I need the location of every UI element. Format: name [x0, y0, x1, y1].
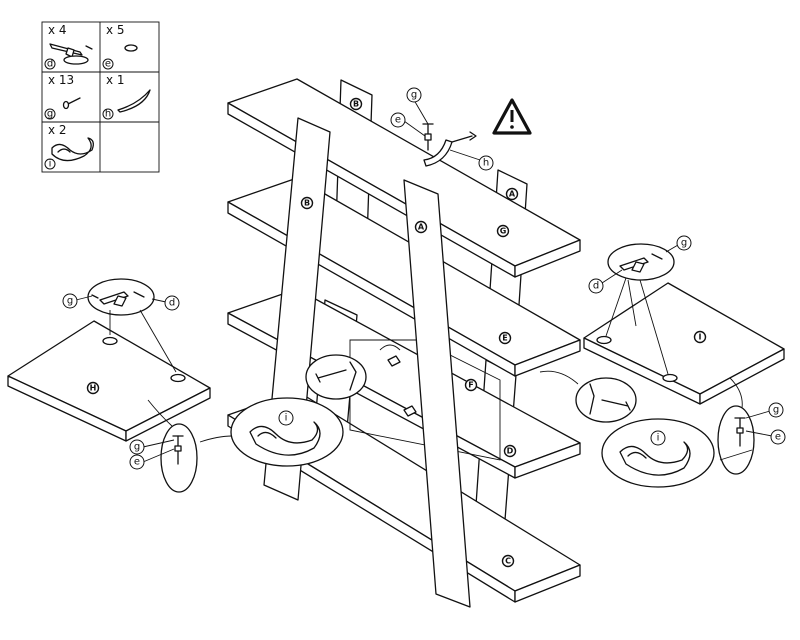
- callout-top-h: h: [449, 149, 494, 171]
- qty-h: x 1: [106, 73, 125, 87]
- inner-screw-detail-right: [539, 370, 637, 423]
- parts-table: x 4 x 5 x 13 x 1 x 2 d: [41, 21, 160, 173]
- svg-text:i: i: [657, 433, 660, 444]
- right-clip-detail: [601, 418, 715, 488]
- loose-shelf-i: [583, 282, 785, 405]
- svg-text:d: d: [47, 59, 53, 70]
- callout-left-i: i: [278, 410, 294, 426]
- svg-text:g: g: [773, 405, 779, 416]
- callout-left-low-g: g: [129, 439, 175, 455]
- svg-text:E: E: [502, 334, 507, 343]
- svg-text:G: G: [500, 227, 507, 236]
- svg-text:h: h: [483, 158, 489, 169]
- label-shelf-h: H: [86, 381, 100, 395]
- warning-triangle-icon: [492, 98, 532, 135]
- svg-text:e: e: [775, 432, 781, 443]
- callout-top-e: e: [390, 112, 426, 137]
- svg-text:D: D: [507, 447, 514, 456]
- right-bracket-detail: [605, 243, 675, 375]
- callout-right-low-g: g: [745, 402, 784, 419]
- label-shelf-d: D: [503, 444, 517, 458]
- svg-text:B: B: [353, 100, 359, 109]
- svg-text:e: e: [134, 457, 140, 468]
- screw-g-icon: [62, 97, 81, 110]
- bracket-d-icon: [49, 43, 93, 65]
- strap-h-icon: [117, 89, 151, 113]
- svg-text:g: g: [134, 442, 140, 453]
- left-bracket-detail: [87, 278, 177, 373]
- callout-top-g: g: [406, 87, 429, 125]
- qty-d: x 4: [48, 23, 67, 37]
- callout-right-d: d: [588, 269, 623, 294]
- front-ladder-a: [403, 179, 471, 608]
- svg-text:i: i: [49, 159, 52, 170]
- callout-left-low-e: e: [129, 448, 175, 470]
- callout-right-i: i: [650, 430, 666, 446]
- label-shelf-g: G: [496, 224, 510, 238]
- part-label-e: e: [102, 58, 114, 70]
- qty-g: x 13: [48, 73, 74, 87]
- callout-left-d: d: [151, 295, 180, 311]
- svg-text:h: h: [105, 109, 111, 120]
- left-clip-detail: [199, 397, 344, 467]
- callout-right-low-e: e: [745, 429, 786, 445]
- svg-text:A: A: [418, 223, 425, 232]
- qty-i: x 2: [48, 123, 67, 137]
- svg-text:F: F: [468, 381, 473, 390]
- inner-bracket-marks: [379, 344, 417, 417]
- svg-text:e: e: [105, 59, 111, 70]
- svg-text:i: i: [285, 413, 288, 424]
- svg-text:g: g: [47, 109, 53, 120]
- svg-text:I: I: [699, 333, 702, 342]
- label-shelf-i: I: [693, 330, 707, 344]
- part-label-i: i: [44, 158, 56, 170]
- svg-text:e: e: [395, 115, 401, 126]
- svg-text:g: g: [67, 296, 73, 307]
- label-shelf-f: F: [464, 378, 478, 392]
- label-ladder-a: A: [414, 220, 428, 234]
- washer-e-icon: [124, 44, 138, 52]
- svg-text:d: d: [593, 281, 599, 292]
- label-ladder-b: B: [300, 196, 314, 210]
- part-label-g: g: [44, 108, 56, 120]
- callout-right-g: g: [665, 235, 692, 253]
- inner-screw-detail-left: [305, 354, 367, 400]
- svg-text:g: g: [411, 90, 417, 101]
- loose-shelf-h: [7, 320, 211, 442]
- shelf-f-edge: [349, 339, 501, 461]
- svg-text:g: g: [681, 238, 687, 249]
- label-shelf-c: C: [501, 554, 515, 568]
- part-label-d: d: [44, 58, 56, 70]
- svg-text:A: A: [509, 190, 516, 199]
- top-strap-detail: [422, 123, 477, 167]
- right-screw-detail: [717, 377, 755, 475]
- callout-left-g: g: [62, 293, 93, 309]
- svg-text:H: H: [90, 384, 97, 393]
- qty-e: x 5: [106, 23, 125, 37]
- label-back-a: A: [505, 187, 519, 201]
- label-back-b: B: [349, 97, 363, 111]
- svg-text:B: B: [304, 199, 310, 208]
- label-shelf-e: E: [498, 331, 512, 345]
- part-label-h: h: [102, 108, 114, 120]
- svg-text:C: C: [505, 557, 511, 566]
- svg-text:d: d: [169, 298, 175, 309]
- clip-i-icon: [51, 137, 94, 162]
